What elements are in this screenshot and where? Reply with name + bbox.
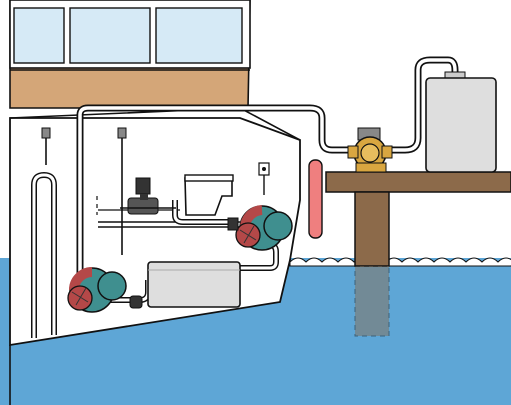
holding-tank (148, 262, 240, 307)
boat-cabin (10, 0, 250, 108)
dock-pump-out-pump (348, 128, 392, 172)
shore-tank (426, 72, 496, 172)
fender (309, 160, 322, 238)
